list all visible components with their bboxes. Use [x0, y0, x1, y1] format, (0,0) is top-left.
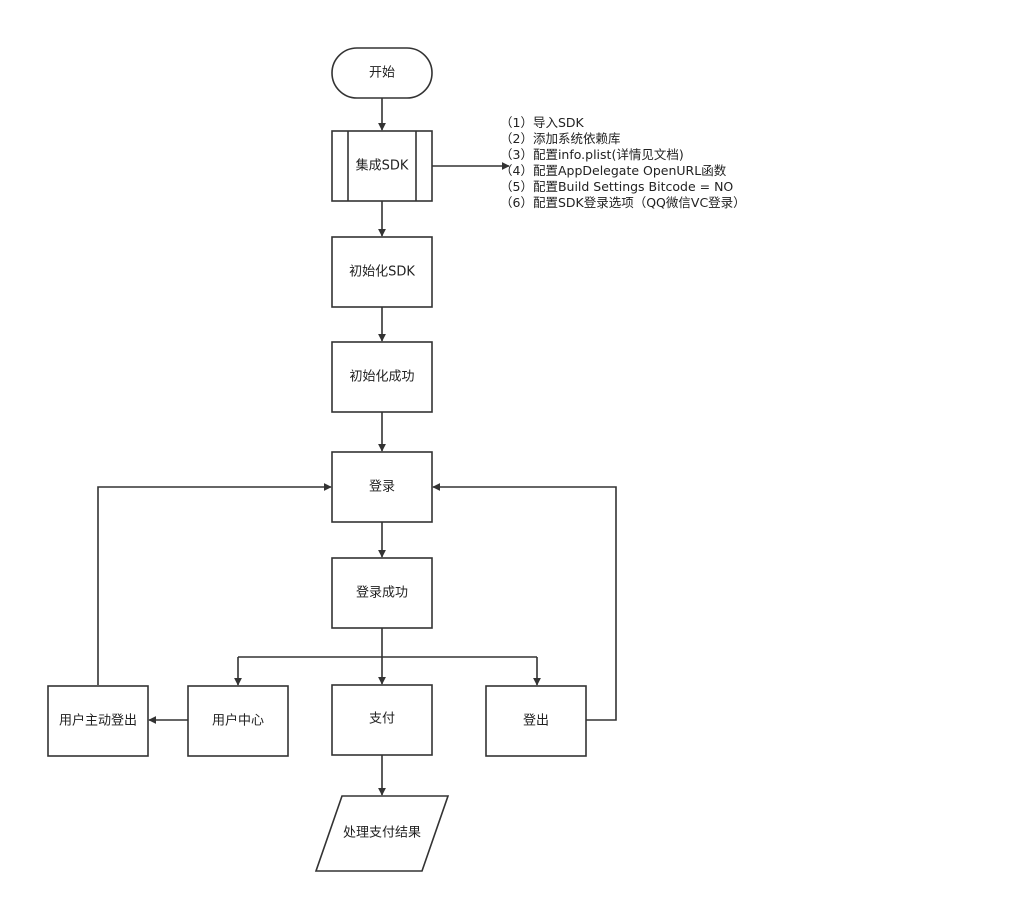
- node-init-success-label: 初始化成功: [349, 370, 414, 385]
- integration-steps-note: （1）导入SDK （2）添加系统依赖库 （3）配置info.plist(详情见文…: [500, 115, 746, 210]
- integration-step: （6）配置SDK登录选项（QQ微信VC登录）: [500, 195, 746, 210]
- node-init-sdk-label: 初始化SDK: [349, 265, 415, 280]
- node-login-success: 登录成功: [331, 557, 433, 629]
- node-user-center: 用户中心: [187, 685, 289, 757]
- integration-step: （3）配置info.plist(详情见文档): [500, 147, 684, 162]
- node-handle-pay-result-label: 处理支付结果: [343, 826, 421, 841]
- node-integrate-sdk-label: 集成SDK: [356, 158, 409, 174]
- node-login-label: 登录: [369, 480, 395, 495]
- node-login: 登录: [331, 451, 433, 523]
- node-login-success-label: 登录成功: [356, 586, 408, 601]
- edge-user-logout-to-login: [97, 483, 332, 685]
- integration-step: （5）配置Build Settings Bitcode = NO: [500, 179, 733, 194]
- node-init-sdk: 初始化SDK: [331, 236, 433, 308]
- node-pay-label: 支付: [369, 712, 395, 727]
- node-user-logout: 用户主动登出: [47, 685, 149, 757]
- node-integrate-sdk: 集成SDK: [331, 130, 433, 202]
- integration-step: （1）导入SDK: [500, 115, 585, 130]
- integration-step: （2）添加系统依赖库: [500, 131, 620, 146]
- node-user-logout-label: 用户主动登出: [59, 713, 137, 729]
- node-start-label: 开始: [369, 66, 395, 81]
- node-init-success: 初始化成功: [331, 341, 433, 413]
- node-user-center-label: 用户中心: [212, 713, 264, 729]
- node-logout-label: 登出: [523, 714, 549, 729]
- integration-step: （4）配置AppDelegate OpenURL函数: [500, 163, 727, 178]
- node-logout: 登出: [485, 685, 587, 757]
- node-start: 开始: [331, 47, 433, 99]
- node-pay: 支付: [331, 684, 433, 756]
- edge-logout-to-login: [432, 483, 617, 721]
- node-handle-pay-result: 处理支付结果: [314, 795, 450, 872]
- edges: [97, 98, 617, 796]
